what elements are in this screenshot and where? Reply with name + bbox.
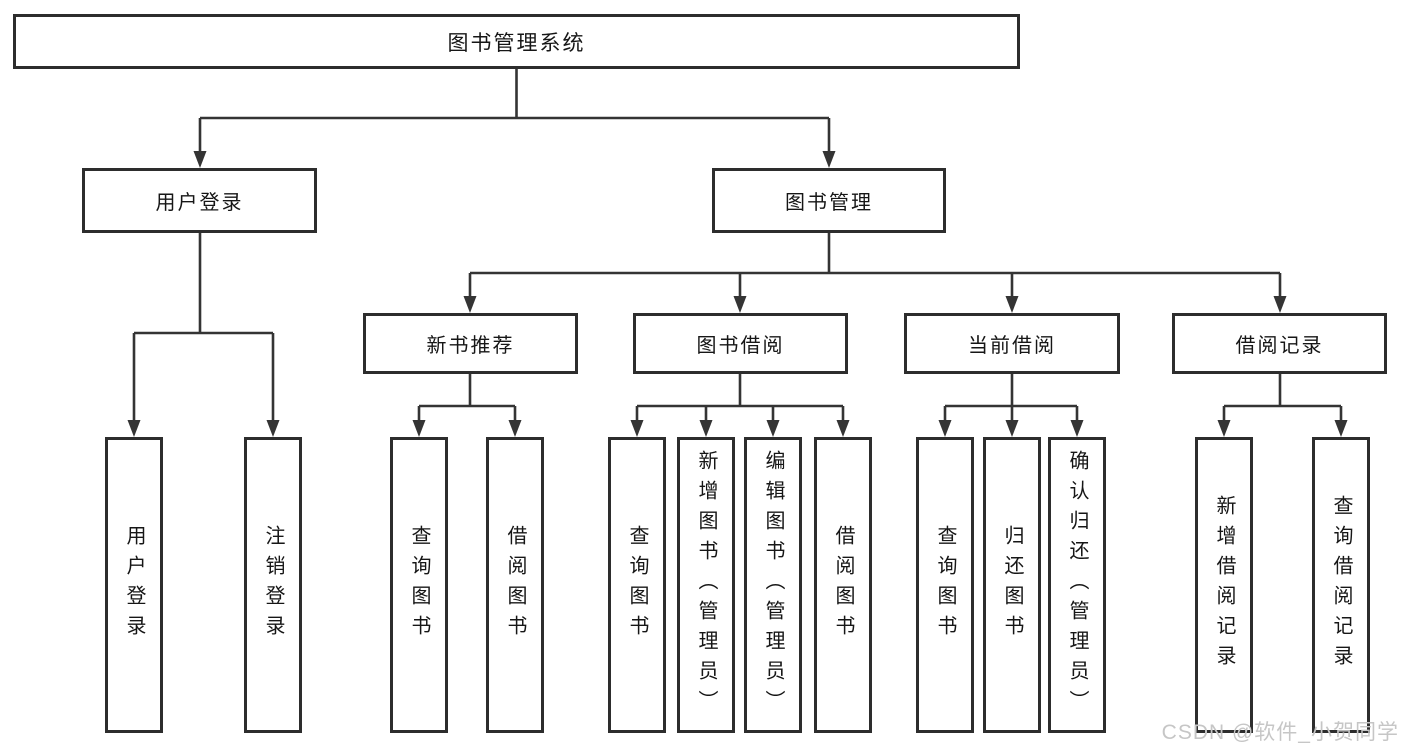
leaf-add-borrow-record-label: 新增借阅记录: [1213, 495, 1235, 675]
leaf-query-books-recommend: 查询图书: [390, 437, 448, 733]
csdn-watermark: CSDN @软件_小贺同学: [1161, 721, 1399, 744]
leaf-return-books: 归还图书: [983, 437, 1041, 733]
leaf-return-books-label: 归还图书: [1001, 525, 1023, 645]
node-new-book-recommend: 新书推荐: [363, 313, 578, 374]
leaf-confirm-return-admin-label: 确认归还（管理员）: [1066, 450, 1088, 720]
leaf-query-books-current-label: 查询图书: [934, 525, 956, 645]
leaf-query-borrow-record-label: 查询借阅记录: [1330, 495, 1352, 675]
leaf-add-book-admin: 新增图书（管理员）: [677, 437, 735, 733]
leaf-query-borrow-record: 查询借阅记录: [1312, 437, 1370, 733]
leaf-borrow-books-recommend: 借阅图书: [486, 437, 544, 733]
node-user-login: 用户登录: [82, 168, 317, 233]
leaf-query-books-borrow: 查询图书: [608, 437, 666, 733]
node-book-borrow: 图书借阅: [633, 313, 848, 374]
leaf-confirm-return-admin: 确认归还（管理员）: [1048, 437, 1106, 733]
leaf-edit-book-admin: 编辑图书（管理员）: [744, 437, 802, 733]
leaf-logout: 注销登录: [244, 437, 302, 733]
node-current-borrow: 当前借阅: [904, 313, 1120, 374]
leaf-user-login-label: 用户登录: [123, 525, 145, 645]
leaf-user-login: 用户登录: [105, 437, 163, 733]
node-borrow-records: 借阅记录: [1172, 313, 1387, 374]
leaf-add-borrow-record: 新增借阅记录: [1195, 437, 1253, 733]
leaf-borrow-books-label: 借阅图书: [832, 525, 854, 645]
leaf-query-books-current: 查询图书: [916, 437, 974, 733]
leaf-borrow-books-recommend-label: 借阅图书: [504, 525, 526, 645]
leaf-edit-book-admin-label: 编辑图书（管理员）: [762, 450, 784, 720]
leaf-query-books-borrow-label: 查询图书: [626, 525, 648, 645]
node-book-management: 图书管理: [712, 168, 946, 233]
leaf-query-books-recommend-label: 查询图书: [408, 525, 430, 645]
leaf-borrow-books: 借阅图书: [814, 437, 872, 733]
leaf-add-book-admin-label: 新增图书（管理员）: [695, 450, 717, 720]
leaf-logout-label: 注销登录: [262, 525, 284, 645]
node-root: 图书管理系统: [13, 14, 1020, 69]
